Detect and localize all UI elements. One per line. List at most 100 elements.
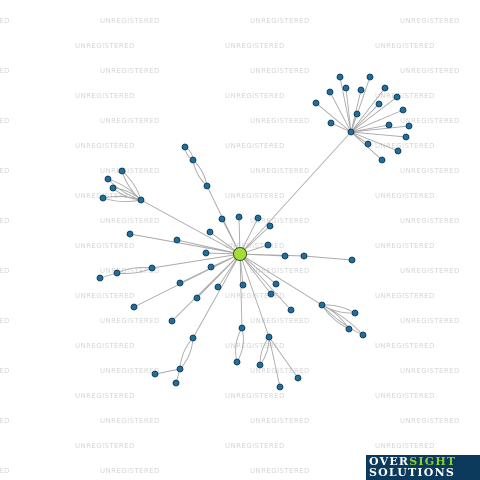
edge: [268, 336, 281, 388]
watermark-text: UNREGISTERED: [0, 167, 10, 175]
entity-node: [137, 196, 145, 204]
watermark-text: UNREGISTERED: [375, 92, 435, 100]
watermark-text: UNREGISTERED: [375, 342, 435, 350]
entity-node: [181, 143, 189, 151]
watermark-text: UNREGISTERED: [0, 367, 10, 375]
entity-node: [118, 167, 126, 175]
entity-node: [318, 301, 326, 309]
entity-node: [203, 182, 211, 190]
edge: [179, 337, 194, 370]
edge: [154, 368, 181, 375]
entity-node: [353, 110, 361, 118]
watermark-text: UNREGISTERED: [400, 67, 460, 75]
edge: [268, 336, 299, 379]
edge: [350, 131, 399, 152]
entity-node: [375, 100, 383, 108]
edge: [315, 102, 352, 133]
entity-node: [207, 263, 215, 271]
edge: [350, 87, 386, 133]
entity-node: [254, 214, 262, 222]
entity-node: [327, 119, 335, 127]
edge: [329, 91, 352, 133]
entity-node: [264, 241, 272, 249]
entity-node: [176, 365, 184, 373]
watermark-text: UNREGISTERED: [225, 142, 285, 150]
watermark-text: UNREGISTERED: [400, 417, 460, 425]
entity-node: [393, 93, 401, 101]
edge: [239, 253, 272, 295]
entity-node: [239, 281, 247, 289]
watermark-text: UNREGISTERED: [375, 392, 435, 400]
entity-node: [276, 383, 284, 391]
edge: [350, 125, 410, 133]
entity-node: [357, 86, 365, 94]
edge: [339, 76, 352, 133]
entity-node: [113, 269, 121, 277]
entity-node: [385, 121, 393, 129]
watermark-text: UNREGISTERED: [100, 467, 160, 475]
edge: [321, 304, 364, 336]
central-entity-node: [233, 247, 247, 261]
entity-node: [218, 215, 226, 223]
watermark-text: UNREGISTERED: [100, 217, 160, 225]
entity-node: [272, 280, 280, 288]
watermark-text: UNREGISTERED: [400, 267, 460, 275]
watermark-text: UNREGISTERED: [400, 217, 460, 225]
entity-node: [287, 306, 295, 314]
watermark-text: UNREGISTERED: [225, 242, 285, 250]
watermark-text: UNREGISTERED: [250, 417, 310, 425]
entity-node: [104, 175, 112, 183]
watermark-text: UNREGISTERED: [75, 342, 135, 350]
edge: [350, 96, 398, 133]
watermark-text: UNREGISTERED: [400, 17, 460, 25]
watermark-text: UNREGISTERED: [250, 317, 310, 325]
entity-node: [193, 294, 201, 302]
entity-node: [399, 106, 407, 114]
edge: [192, 159, 208, 187]
entity-node: [402, 133, 410, 141]
edge: [179, 337, 194, 370]
edge: [151, 253, 241, 269]
entity-node: [364, 140, 372, 148]
node-layer: [96, 73, 413, 391]
watermark-text: UNREGISTERED: [375, 142, 435, 150]
entity-node: [256, 361, 264, 369]
edge: [350, 103, 380, 133]
entity-node: [300, 252, 308, 260]
entity-node: [109, 184, 117, 192]
watermark-text: UNREGISTERED: [75, 92, 135, 100]
watermark-text: UNREGISTERED: [75, 442, 135, 450]
watermark-text: UNREGISTERED: [250, 367, 310, 375]
watermark-text: UNREGISTERED: [250, 267, 310, 275]
watermark-text: UNREGISTERED: [100, 267, 160, 275]
watermark-text: UNREGISTERED: [400, 367, 460, 375]
watermark-text: UNREGISTERED: [0, 317, 10, 325]
watermark-text: UNREGISTERED: [0, 67, 10, 75]
entity-node: [172, 379, 180, 387]
entity-node: [265, 333, 273, 341]
entity-node: [345, 325, 353, 333]
edge: [350, 124, 390, 133]
entity-node: [148, 264, 156, 272]
entity-node: [173, 236, 181, 244]
watermark-text: UNREGISTERED: [100, 417, 160, 425]
watermark-text: UNREGISTERED: [225, 442, 285, 450]
watermark-text: UNREGISTERED: [400, 317, 460, 325]
edge: [239, 253, 243, 329]
watermark-text: UNREGISTERED: [0, 217, 10, 225]
watermark-text: UNREGISTERED: [100, 317, 160, 325]
edge: [171, 253, 241, 322]
edge: [192, 159, 208, 187]
edge: [350, 131, 407, 138]
edge: [192, 253, 241, 339]
entity-node: [378, 156, 386, 164]
watermark-text: UNREGISTERED: [100, 67, 160, 75]
edge: [239, 253, 292, 311]
entity-node: [176, 279, 184, 287]
watermark-text: UNREGISTERED: [0, 467, 10, 475]
edge: [239, 253, 277, 285]
edge: [239, 253, 305, 257]
entity-node: [235, 213, 243, 221]
logo-line2: SOLUTIONS: [369, 466, 455, 479]
